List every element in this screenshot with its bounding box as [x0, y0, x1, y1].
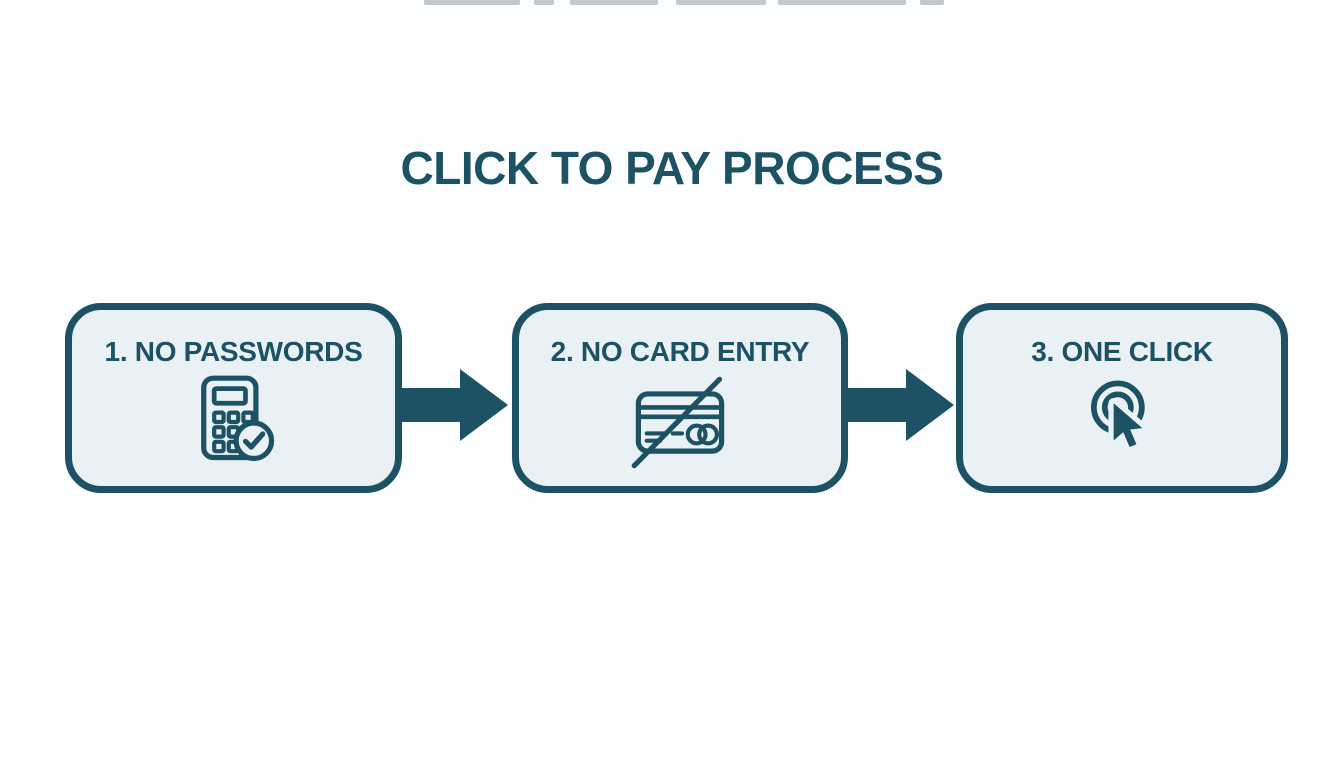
step-box-no-passwords: 1. NO PASSWORDS [65, 303, 402, 493]
step-box-no-card-entry: 2. NO CARD ENTRY [512, 303, 848, 493]
step-label: 1. NO PASSWORDS [104, 336, 363, 367]
calculator-check-icon [190, 374, 278, 470]
page-title: CLICK TO PAY PROCESS [400, 142, 945, 194]
arrow-right-icon [400, 367, 510, 443]
step-label: 2. NO CARD ENTRY [550, 336, 810, 367]
step-label: 3. ONE CLICK [1031, 336, 1213, 367]
card-crossed-icon [628, 374, 732, 470]
step-box-one-click: 3. ONE CLICK [956, 303, 1288, 493]
cropped-text-artifact [424, 0, 944, 6]
click-cursor-icon [1078, 374, 1166, 470]
arrow-right-icon [846, 367, 956, 443]
process-flow: 1. NO PASSWORDS 2. NO CARD [0, 303, 1344, 493]
